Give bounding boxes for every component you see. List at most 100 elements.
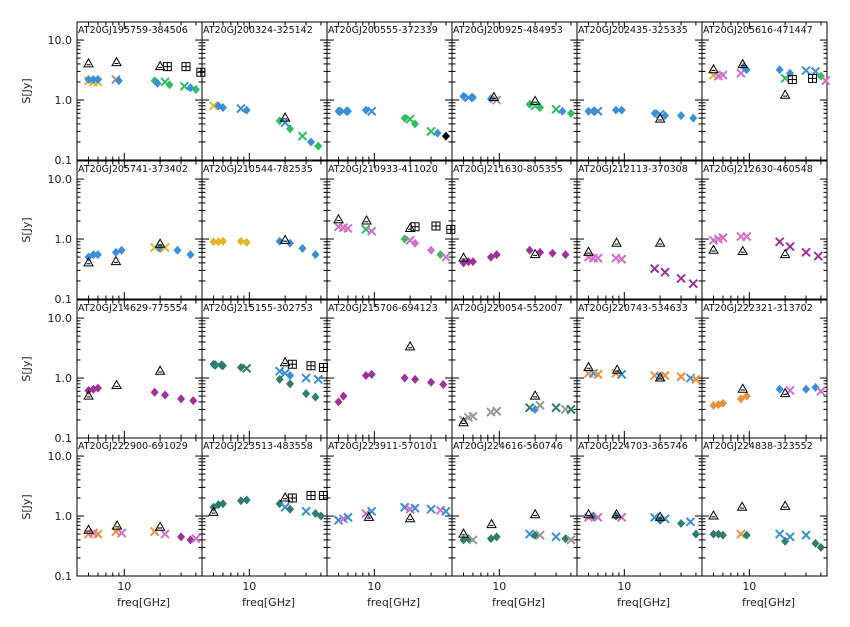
panel-title: AT20GJ200555-372339 [328,25,438,36]
y-tick-label: 10.0 [48,450,73,463]
data-point [708,510,719,520]
data-point [654,372,666,382]
x-tick-label: 10 [367,580,381,593]
panel: AT20GJ202435-325335 [576,21,703,161]
data-point [468,535,478,545]
y-axis-label: S[Jy] [20,494,33,519]
data-point [301,373,311,383]
data-point [741,231,752,242]
data-point [654,113,666,123]
data-point [89,250,98,260]
data-point [821,75,831,86]
data-point [584,106,593,116]
panel-title: AT20GJ222321-313702 [703,303,813,314]
data-point [808,73,818,83]
panel-frame [576,299,703,439]
data-point [343,223,353,234]
data-point [536,247,545,257]
data-point [404,512,416,523]
data-point [177,532,186,542]
data-point [154,365,166,375]
data-point [676,372,686,382]
data-point [411,374,420,384]
data-point [208,101,219,111]
data-point [551,532,561,542]
y-axis-label: S[Jy] [20,217,33,242]
data-point [677,111,686,121]
data-point [611,105,620,115]
y-tick-label: 0.1 [55,570,73,583]
data-point [691,529,700,539]
data-point [811,382,820,392]
panel-frame [701,160,828,300]
data-point [404,222,416,232]
data-point [218,499,227,509]
data-point [114,76,123,86]
data-point [441,252,451,262]
data-point [366,506,377,516]
panel-frame [326,299,453,439]
data-point [787,74,797,84]
x-axis-label: freq[GHz] [242,596,295,609]
data-point [111,379,122,390]
panel-title: AT20GJ212630-460548 [703,164,813,175]
panel: AT20GJ223513-483558 [201,437,328,577]
panel-title: AT20GJ224838-323552 [703,441,813,452]
data-point [649,263,660,274]
data-point [242,105,251,115]
data-point [774,529,785,539]
data-point [154,60,166,71]
panel-title: AT20GJ202435-325335 [578,25,688,36]
data-point [593,253,603,263]
panel-frame [701,437,828,577]
x-axis-label: freq[GHz] [742,596,795,609]
data-point [411,238,420,248]
data-point [718,398,727,408]
panel-title: AT20GJ200324-325142 [203,25,313,36]
data-point [279,491,291,502]
panel-frame [76,299,203,439]
panel-title: AT20GJ200925-484953 [453,25,563,36]
panel: AT20GJ214629-775554 [76,299,203,439]
data-point [431,221,441,231]
panel: AT20GJ205616-471447 [701,21,831,161]
data-point [779,387,791,398]
panel-frame [576,437,703,577]
data-point [274,366,285,376]
data-point [779,248,791,259]
data-point [83,524,94,534]
data-point [801,65,811,76]
data-point [279,112,291,122]
data-point [241,363,252,374]
data-point [736,501,748,511]
data-point [811,538,820,548]
data-point [654,511,666,521]
data-point [593,106,603,116]
data-point [458,528,469,538]
panel: AT20GJ210933-411020 [326,160,456,300]
data-point [468,93,477,103]
data-point [286,379,295,389]
x-tick-label: 10 [117,580,131,593]
data-point [779,89,791,99]
data-point [566,108,575,118]
data-point [535,400,545,411]
x-tick-label: 10 [492,580,506,593]
data-point [314,141,323,151]
data-point [661,111,670,121]
data-point [218,236,227,246]
data-point [718,233,728,243]
data-point [154,238,166,248]
data-point [611,237,622,247]
data-point [458,252,469,262]
data-point [583,508,594,519]
data-point [801,247,811,258]
data-point [492,250,501,260]
data-point [333,213,344,224]
data-point [410,503,420,513]
data-point [689,113,698,123]
data-point [742,391,751,401]
data-point [196,67,206,77]
data-point [236,496,245,506]
